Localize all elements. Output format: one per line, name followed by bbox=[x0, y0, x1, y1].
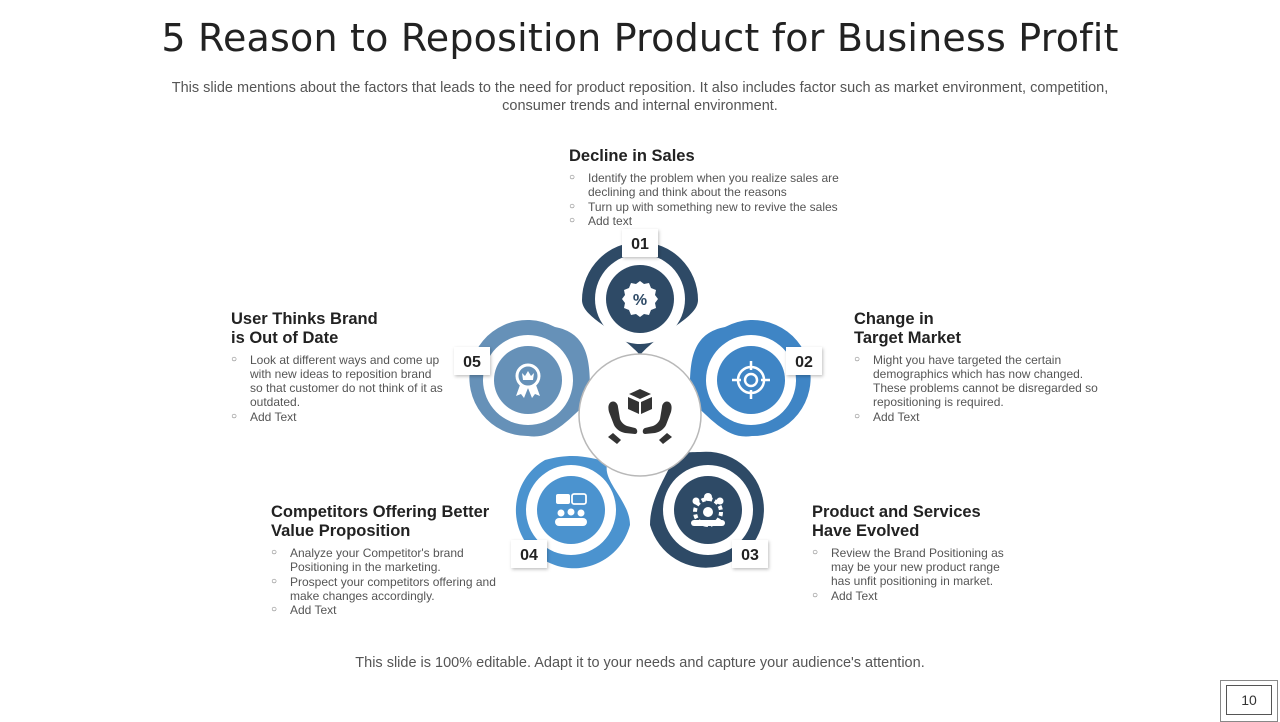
number-box-02: 02 bbox=[786, 347, 822, 375]
reason-title-04: Competitors Offering Better Value Propos… bbox=[271, 503, 490, 540]
number-box-04: 04 bbox=[511, 540, 547, 568]
petal-01: % bbox=[582, 242, 698, 355]
reason-bullet: Look at different ways and come up with … bbox=[231, 353, 446, 409]
hands-box-icon bbox=[608, 389, 672, 444]
svg-text:%: % bbox=[633, 292, 647, 309]
discussion-icon bbox=[555, 493, 587, 526]
number-box-01: 01 bbox=[622, 229, 658, 257]
svg-text:01: 01 bbox=[631, 236, 649, 253]
reason-bullet: Add text bbox=[569, 214, 859, 228]
reason-title-01: Decline in Sales bbox=[569, 147, 695, 165]
reason-bullet: Analyze your Competitor's brand Position… bbox=[271, 546, 507, 574]
number-box-03: 03 bbox=[732, 540, 768, 568]
number-box-05: 05 bbox=[454, 347, 490, 375]
reason-bullet: Review the Brand Positioning as may be y… bbox=[812, 546, 1017, 588]
reason-block-01: Decline in Sales Identify the problem wh… bbox=[569, 147, 859, 229]
reason-bullet: Add Text bbox=[271, 603, 507, 617]
award-badge-icon bbox=[515, 363, 541, 398]
reason-bullet: Add Text bbox=[231, 410, 446, 424]
slide-footer: This slide is 100% editable. Adapt it to… bbox=[355, 655, 925, 671]
reason-block-04: Competitors Offering Better Value Propos… bbox=[271, 503, 507, 618]
target-icon bbox=[732, 361, 770, 399]
svg-text:03: 03 bbox=[741, 547, 759, 564]
reason-block-03: Product and Services Have Evolved Review… bbox=[812, 503, 1017, 603]
reason-bullet: Turn up with something new to revive the… bbox=[569, 200, 859, 214]
reason-block-02: Change in Target Market Might you have t… bbox=[854, 310, 1112, 424]
reason-title-05: User Thinks Brand is Out of Date bbox=[231, 310, 378, 347]
reason-block-05: User Thinks Brand is Out of Date Look at… bbox=[231, 310, 446, 424]
reason-bullet: Add Text bbox=[812, 589, 1017, 603]
petal-02 bbox=[689, 320, 811, 437]
svg-text:02: 02 bbox=[795, 354, 813, 371]
team-gear-icon bbox=[691, 493, 725, 527]
slide-title: 5 Reason to Reposition Product for Busin… bbox=[161, 16, 1119, 60]
svg-text:04: 04 bbox=[520, 547, 538, 564]
page-number: 10 bbox=[1226, 685, 1272, 715]
svg-text:05: 05 bbox=[463, 354, 481, 371]
reason-title-03: Product and Services Have Evolved bbox=[812, 503, 981, 540]
reason-bullet: Might you have targeted the certain demo… bbox=[854, 353, 1112, 409]
slide-subtitle: This slide mentions about the factors th… bbox=[171, 80, 1109, 114]
petal-05 bbox=[469, 320, 591, 437]
reason-bullet: Add Text bbox=[854, 410, 1112, 424]
percent-badge-icon: % bbox=[622, 281, 658, 317]
reason-bullet: Identify the problem when you realize sa… bbox=[569, 171, 859, 199]
reason-bullet: Prospect your competitors offering and m… bbox=[271, 575, 507, 603]
petal-03 bbox=[650, 451, 764, 568]
center-circle bbox=[578, 353, 702, 477]
reason-title-02: Change in Target Market bbox=[854, 310, 961, 347]
